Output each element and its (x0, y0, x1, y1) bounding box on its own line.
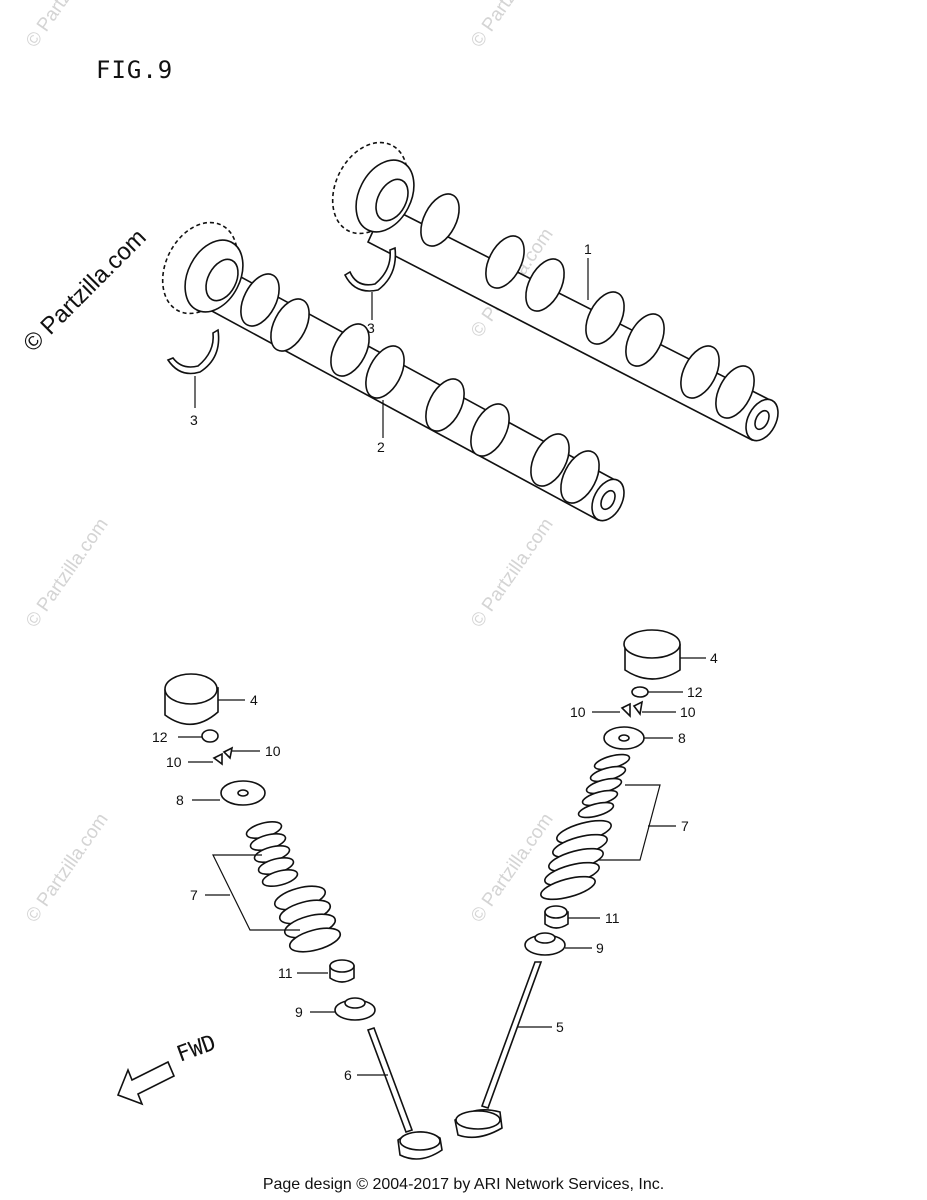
callout-3b: 3 (190, 412, 198, 428)
cam-bearing-clip-lower (166, 328, 220, 375)
cam-bearing-clip-upper (343, 246, 397, 292)
callout-3a: 3 (367, 320, 375, 336)
callout-4-left: 4 (250, 692, 258, 708)
fwd-label: FWD (174, 1031, 220, 1068)
page-footer: Page design © 2004-2017 by ARI Network S… (262, 1176, 665, 1193)
camshaft-2 (161, 221, 625, 522)
callout-5: 5 (556, 1019, 564, 1035)
callout-2: 2 (377, 439, 385, 455)
callout-12-left: 12 (152, 729, 168, 745)
callout-10-right-b: 10 (680, 704, 696, 720)
callout-1: 1 (584, 241, 592, 257)
callout-7-left: 7 (190, 887, 198, 903)
callout-8-right: 8 (678, 730, 686, 746)
callout-11-right: 11 (605, 910, 620, 926)
forward-direction-arrow-icon (116, 1060, 176, 1106)
left-valve-assembly (164, 673, 443, 1160)
callout-6: 6 (344, 1067, 352, 1083)
callout-11-left: 11 (278, 965, 293, 981)
right-valve-assembly (454, 629, 681, 1139)
callout-8-left: 8 (176, 792, 184, 808)
figure-title: FIG.9 (96, 56, 174, 84)
callout-10-left-a: 10 (265, 743, 281, 759)
callout-9-left: 9 (295, 1004, 303, 1020)
callout-9-right: 9 (596, 940, 604, 956)
callout-7-right: 7 (681, 818, 689, 834)
callout-12-right: 12 (687, 684, 703, 700)
callout-4-right: 4 (710, 650, 718, 666)
camshaft-1 (331, 141, 779, 442)
callout-10-right-a: 10 (570, 704, 586, 720)
callout-10-left-b: 10 (166, 754, 182, 770)
